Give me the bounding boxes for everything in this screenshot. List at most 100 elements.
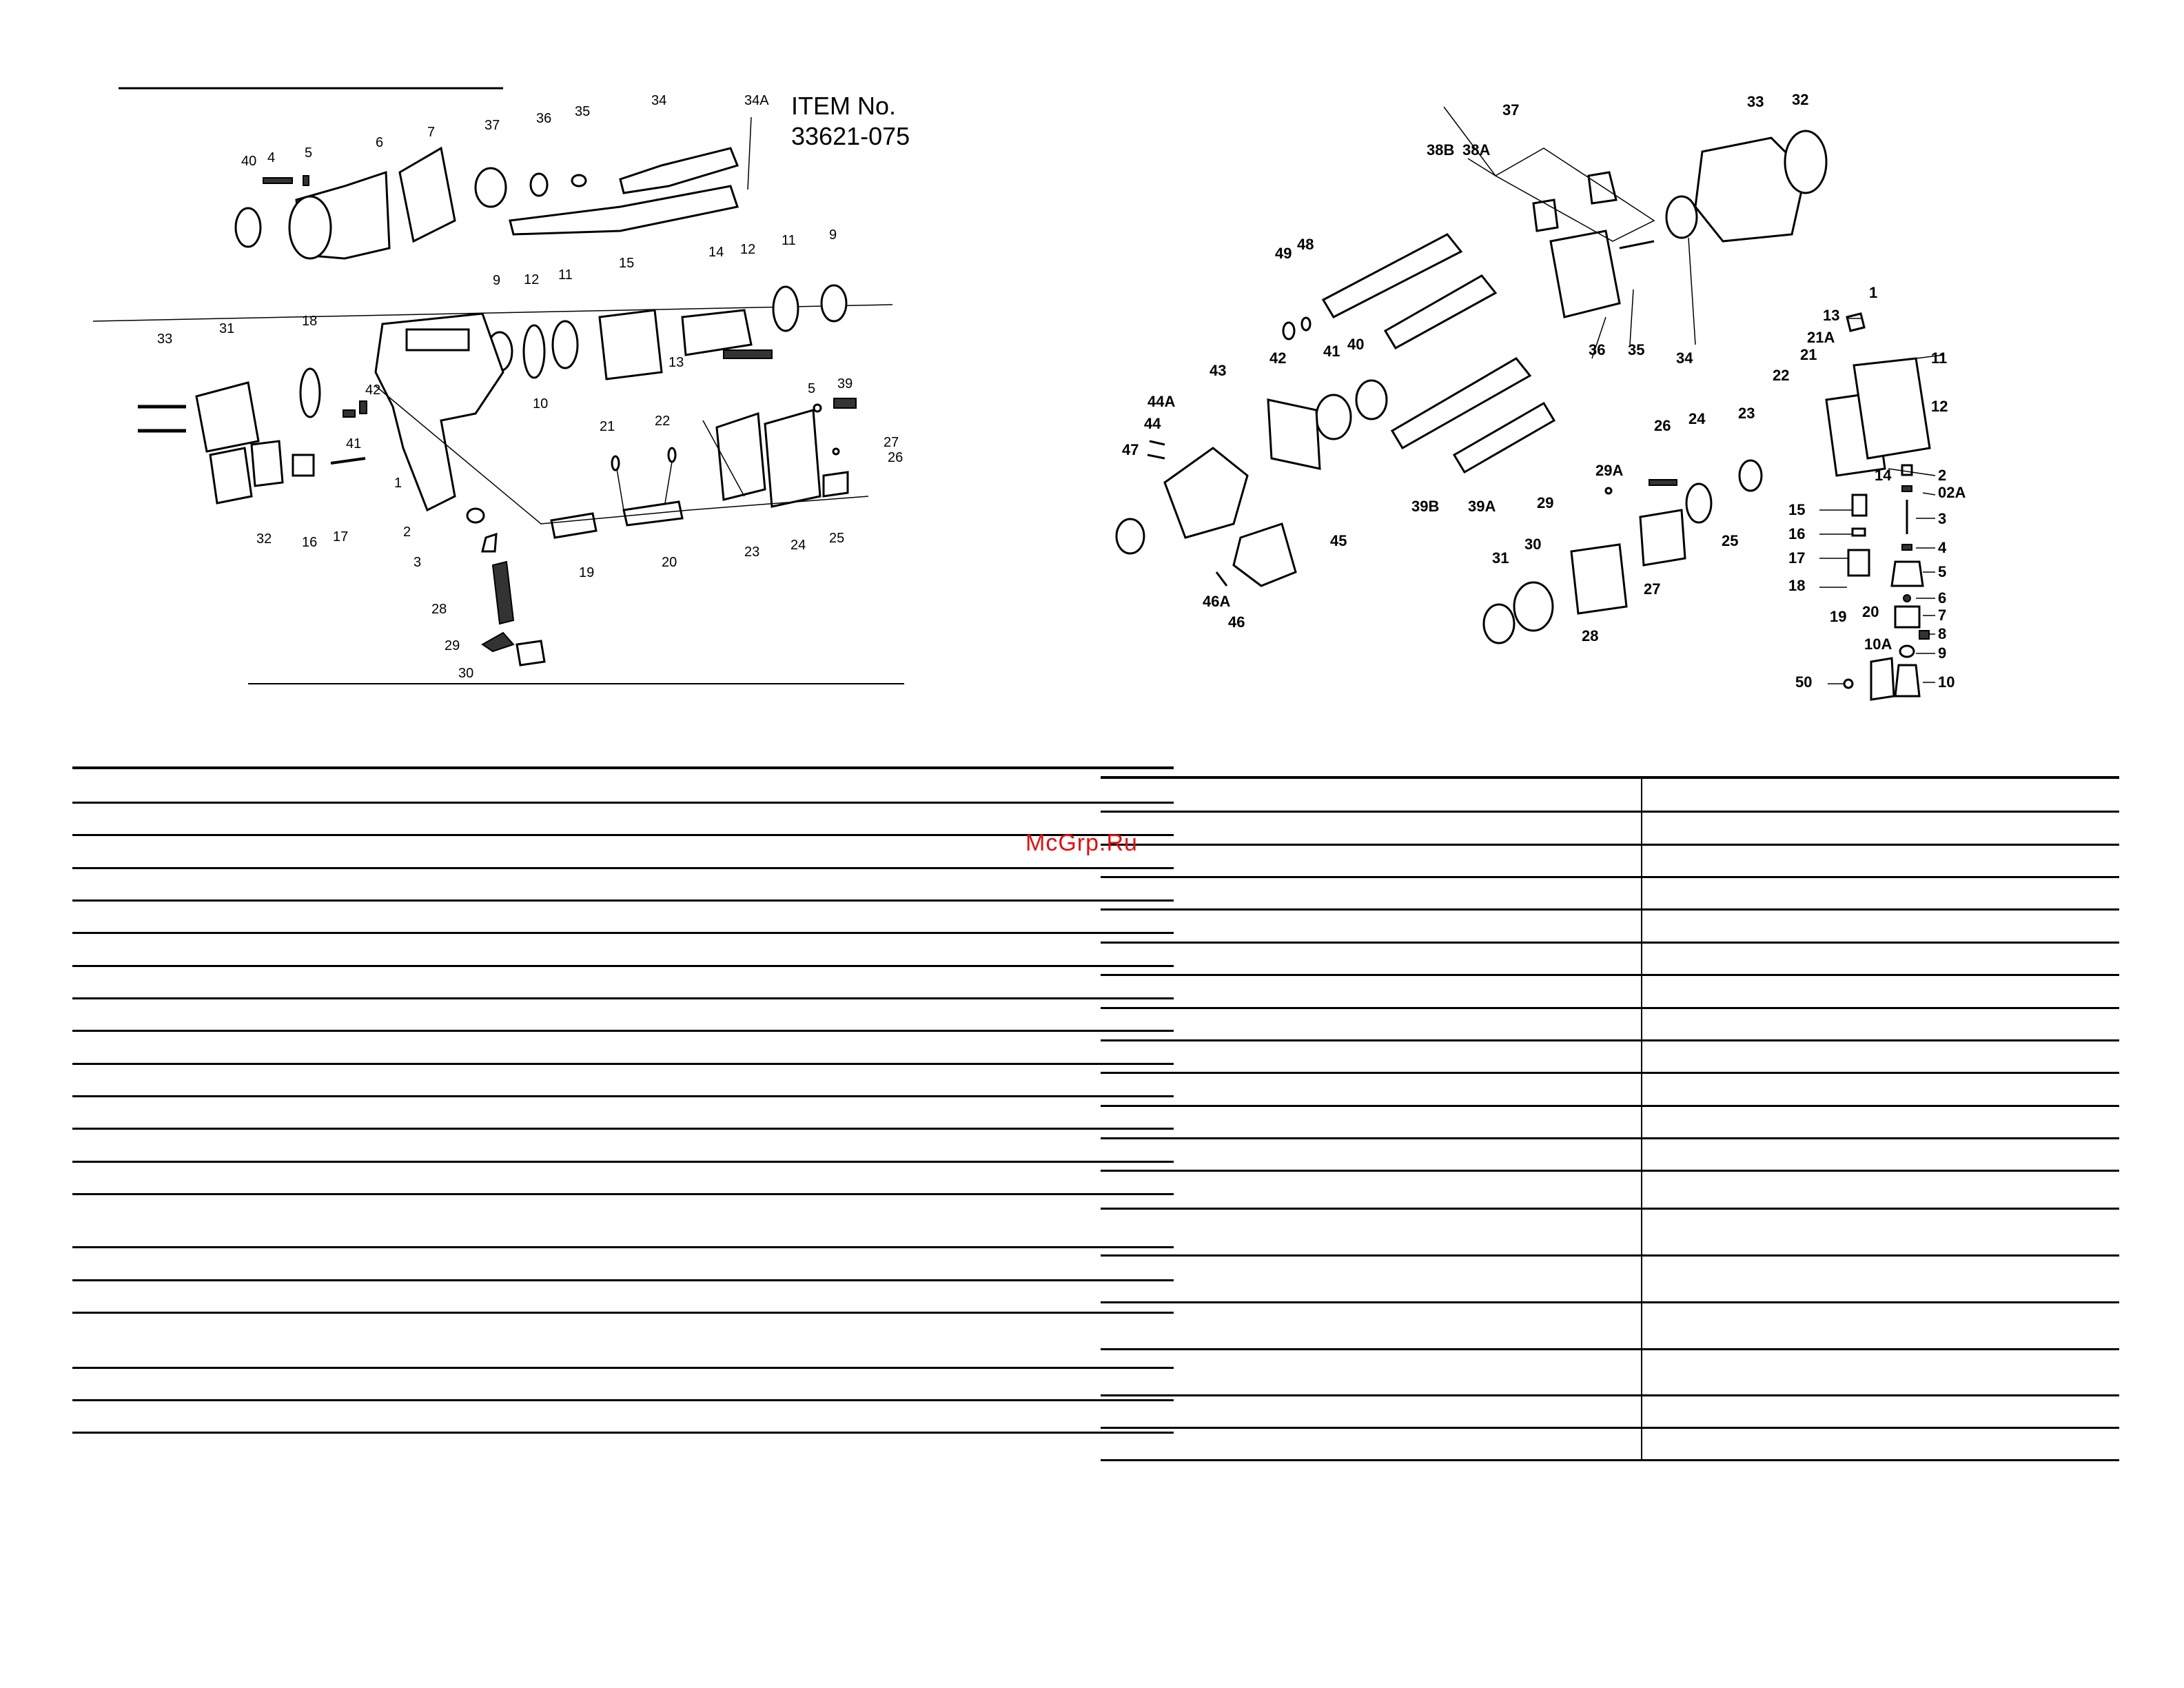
callout-11r: 11 bbox=[1931, 349, 1947, 367]
part-36 bbox=[529, 172, 549, 197]
part-4 bbox=[263, 177, 293, 184]
callout-36: 36 bbox=[536, 111, 551, 126]
callout-2r: 2 bbox=[1938, 467, 1946, 484]
callout-45: 45 bbox=[1330, 532, 1347, 549]
callout-5: 5 bbox=[305, 145, 312, 161]
table-row-rule bbox=[1101, 974, 2119, 976]
part-11 bbox=[551, 320, 579, 369]
table-row-rule bbox=[1101, 844, 2119, 846]
part-37a bbox=[1532, 199, 1559, 232]
part-48 bbox=[1300, 316, 1312, 332]
table-row-rule bbox=[1101, 811, 2119, 813]
part-7-gasket bbox=[398, 146, 456, 243]
callout-31: 31 bbox=[219, 321, 234, 336]
callout-20: 20 bbox=[662, 555, 677, 570]
part-3 bbox=[481, 532, 498, 553]
part-5b bbox=[813, 403, 822, 413]
part-6 bbox=[1903, 594, 1911, 602]
part-35 bbox=[571, 174, 587, 187]
part-35-pin bbox=[1619, 240, 1655, 250]
exploded-parts-diagram: 40 4 5 6 7 37 36 35 34 34A 9 12 11 15 14… bbox=[0, 0, 2184, 738]
part-10-inlet bbox=[1894, 664, 1921, 698]
table-row-rule bbox=[1101, 1072, 2119, 1074]
part-16 bbox=[1851, 527, 1866, 537]
callout-44A: 44A bbox=[1147, 393, 1175, 410]
callout-19r: 19 bbox=[1830, 608, 1846, 625]
callout-6r: 6 bbox=[1938, 589, 1946, 607]
table-row-rule bbox=[1101, 876, 2119, 878]
part-44 bbox=[1147, 454, 1165, 460]
callout-19: 19 bbox=[579, 565, 594, 580]
table-row-rule bbox=[72, 1063, 1174, 1065]
table-row-rule bbox=[1101, 1208, 2119, 1210]
callout-6: 6 bbox=[376, 135, 383, 150]
callout-32: 32 bbox=[256, 531, 272, 547]
callout-40r: 40 bbox=[1347, 336, 1364, 353]
table-row-rule bbox=[1101, 1459, 2119, 1461]
callout-34r: 34 bbox=[1676, 349, 1693, 367]
callout-40: 40 bbox=[241, 154, 256, 169]
callout-22r: 22 bbox=[1773, 367, 1789, 384]
callout-43: 43 bbox=[1210, 362, 1226, 379]
brand-plate bbox=[405, 328, 470, 352]
part-21 bbox=[611, 455, 620, 471]
callout-10r: 10 bbox=[1938, 673, 1955, 691]
part-39B-shaft bbox=[1390, 357, 1532, 450]
callout-4r: 4 bbox=[1938, 539, 1947, 556]
callout-21A: 21A bbox=[1807, 329, 1835, 346]
callout-10: 10 bbox=[533, 396, 548, 411]
part-47-ring bbox=[1115, 518, 1145, 555]
callout-27r: 27 bbox=[1644, 580, 1660, 598]
callout-15: 15 bbox=[619, 256, 634, 271]
table-column-divider bbox=[1641, 776, 1642, 1461]
callout-8r: 8 bbox=[1938, 625, 1946, 642]
callout-29A: 29A bbox=[1595, 462, 1623, 479]
callout-5b: 5 bbox=[808, 381, 815, 396]
callout-21: 21 bbox=[600, 419, 615, 434]
part-2 bbox=[466, 507, 485, 524]
callout-24: 24 bbox=[790, 538, 806, 553]
part-45-handle bbox=[1232, 522, 1297, 587]
callout-20r: 20 bbox=[1862, 603, 1879, 620]
part-29 bbox=[481, 631, 515, 653]
table-row-rule bbox=[72, 1279, 1174, 1281]
callout-35: 35 bbox=[575, 104, 590, 119]
part-36-cylinder bbox=[1549, 230, 1621, 318]
part-38B-shaft bbox=[1321, 233, 1463, 318]
table-row-rule bbox=[1101, 1301, 2119, 1303]
part-49 bbox=[1282, 321, 1296, 340]
part-5 bbox=[303, 175, 309, 186]
callout-12r: 12 bbox=[1931, 398, 1948, 415]
table-row-rule bbox=[72, 899, 1174, 902]
part-19 bbox=[550, 512, 598, 539]
part-26-vane bbox=[1649, 479, 1677, 486]
table-row-rule bbox=[1101, 1427, 2119, 1429]
callout-17: 17 bbox=[333, 529, 348, 545]
part-39 bbox=[833, 398, 857, 409]
item-number: 33621-075 bbox=[791, 122, 910, 150]
part-25 bbox=[822, 471, 849, 498]
table-row-rule bbox=[72, 965, 1174, 967]
callout-22: 22 bbox=[655, 414, 670, 429]
callout-33r: 33 bbox=[1747, 93, 1764, 110]
part-27 bbox=[832, 447, 840, 456]
callout-38A: 38A bbox=[1462, 141, 1490, 159]
part-18 bbox=[299, 367, 321, 418]
part-5 bbox=[1890, 560, 1924, 587]
table-row-rule bbox=[1101, 942, 2119, 944]
part-42 bbox=[343, 409, 356, 418]
part-23-bearing bbox=[1738, 459, 1763, 492]
left-exploded-diagram: 40 4 5 6 7 37 36 35 34 34A 9 12 11 15 14… bbox=[92, 87, 904, 684]
part-41 bbox=[359, 400, 367, 414]
callout-16r: 16 bbox=[1788, 525, 1805, 542]
table-row-rule bbox=[72, 766, 1174, 769]
callout-3r: 3 bbox=[1938, 510, 1946, 527]
callout-34: 34 bbox=[651, 93, 666, 108]
callout-18: 18 bbox=[302, 314, 317, 329]
callout-42: 42 bbox=[365, 383, 380, 398]
callout-42r: 42 bbox=[1269, 349, 1286, 367]
part-28-cylinder bbox=[1570, 543, 1628, 615]
callout-39B: 39B bbox=[1411, 498, 1439, 515]
callout-32r: 32 bbox=[1792, 91, 1808, 108]
table-row-rule bbox=[72, 1432, 1174, 1434]
